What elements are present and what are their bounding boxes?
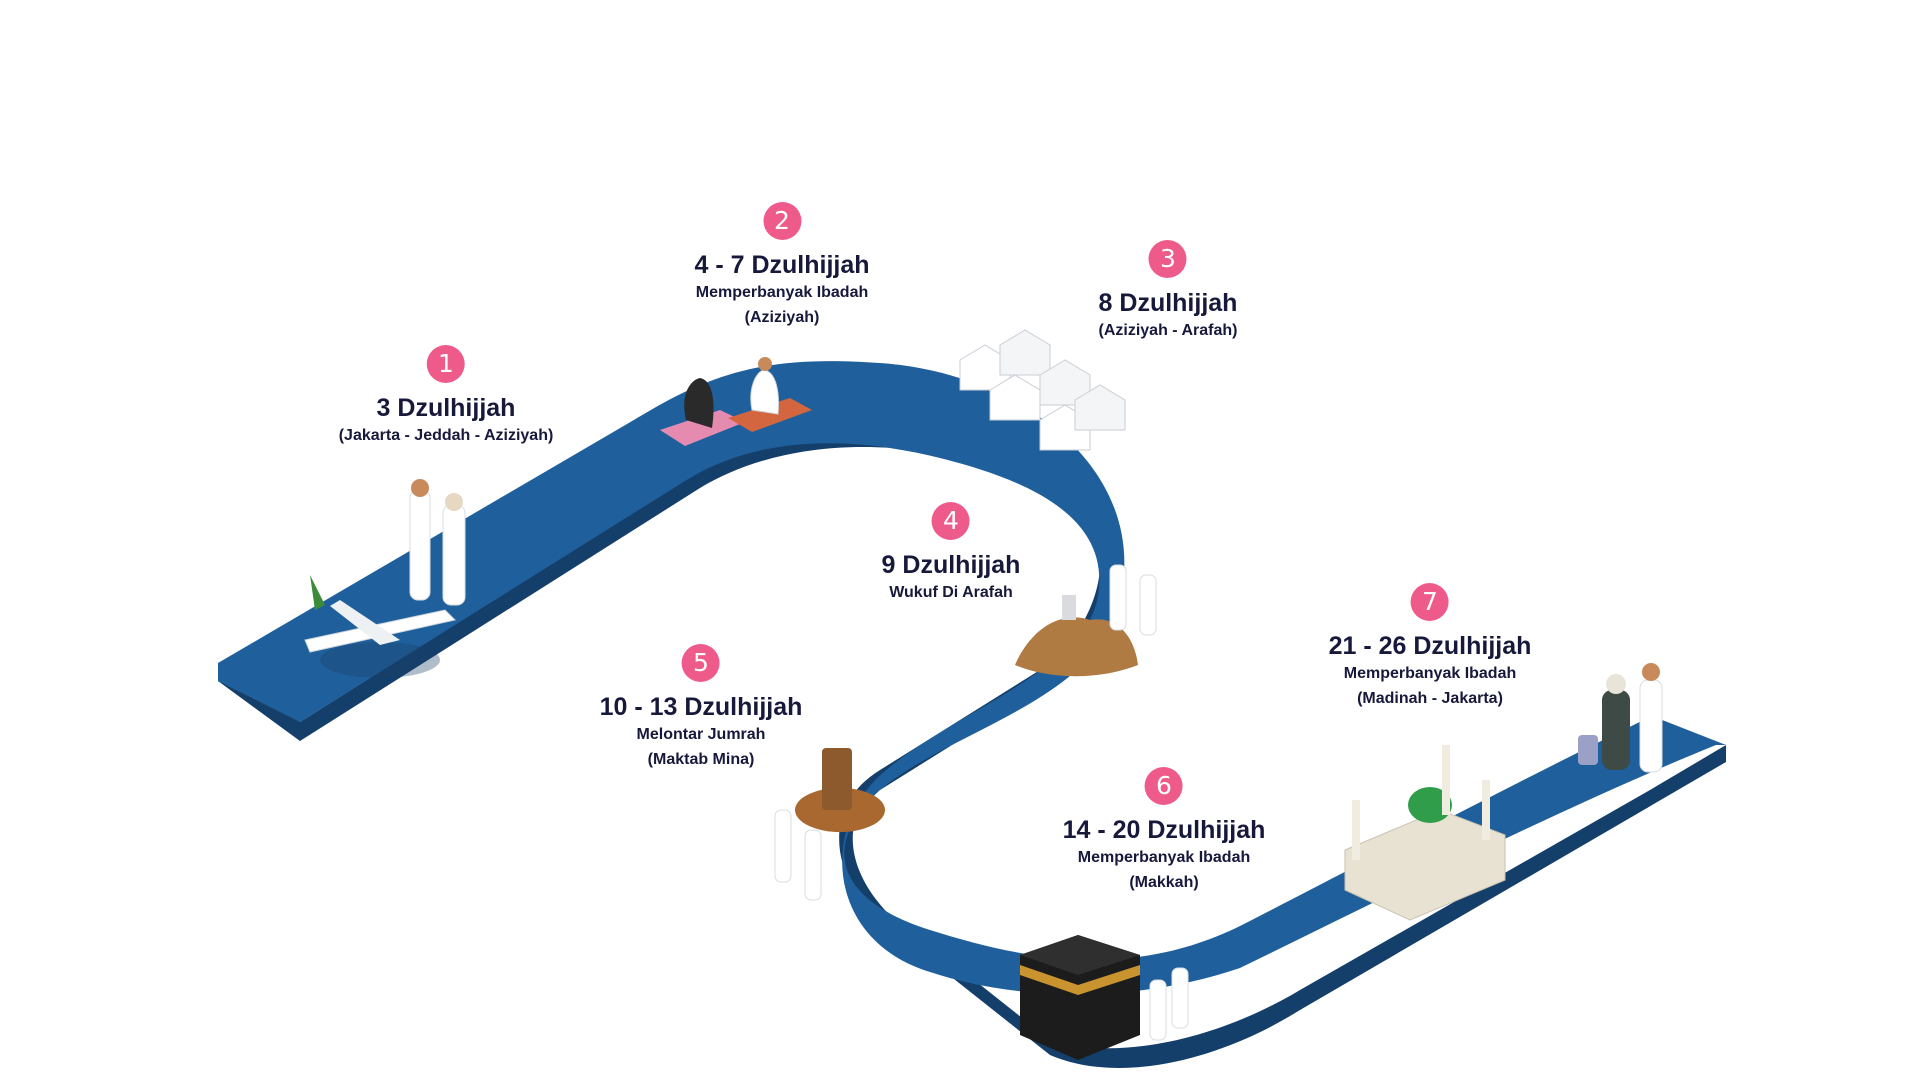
step-1: 1 3 Dzulhijjah (Jakarta - Jeddah - Azizi… — [338, 345, 554, 448]
step-7: 7 21 - 26 Dzulhijjah Memperbanyak Ibadah… — [1328, 583, 1532, 711]
nabawi-mosque-icon — [1344, 745, 1506, 921]
step-6: 6 14 - 20 Dzulhijjah Memperbanyak Ibadah… — [1062, 767, 1266, 895]
step-badge: 6 — [1145, 767, 1183, 805]
step-3: 3 8 Dzulhijjah (Aziziyah - Arafah) — [1098, 240, 1238, 343]
step-badge: 7 — [1411, 583, 1449, 621]
step-desc-line2: (Makkah) — [1129, 874, 1199, 891]
step-date: 9 Dzulhijjah — [881, 551, 1021, 579]
step-desc-line1: (Aziziyah - Arafah) — [1098, 322, 1238, 339]
step-badge: 1 — [426, 345, 465, 383]
step-desc-line1: Memperbanyak Ibadah — [1343, 665, 1517, 682]
step-date: 8 Dzulhijjah — [1098, 289, 1238, 317]
step-5: 5 10 - 13 Dzulhijjah Melontar Jumrah (Ma… — [599, 644, 803, 772]
step-desc-line2: (Aziziyah) — [744, 309, 820, 326]
step-desc-line1: (Jakarta - Jeddah - Aziziyah) — [338, 427, 554, 444]
step-desc-line1: Wukuf Di Arafah — [889, 584, 1013, 601]
step-desc-line1: Memperbanyak Ibadah — [1077, 849, 1251, 866]
mount-arafah-icon — [1015, 564, 1157, 677]
returning-pilgrims-icon — [1578, 663, 1663, 773]
praying-pilgrims-icon — [660, 357, 812, 446]
step-desc-line2: (Madinah - Jakarta) — [1357, 690, 1503, 707]
step-date: 14 - 20 Dzulhijjah — [1062, 816, 1266, 844]
step-badge: 5 — [682, 644, 720, 682]
step-badge: 4 — [932, 502, 970, 540]
step-4: 4 9 Dzulhijjah Wukuf Di Arafah — [881, 502, 1021, 605]
step-2: 2 4 - 7 Dzulhijjah Memperbanyak Ibadah (… — [694, 202, 870, 330]
step-badge: 3 — [1148, 240, 1187, 278]
step-date: 3 Dzulhijjah — [376, 394, 516, 422]
step-desc-line1: Melontar Jumrah — [636, 726, 766, 743]
jamarat-pillar-icon — [774, 748, 885, 901]
step-desc-line1: Memperbanyak Ibadah — [695, 284, 869, 301]
airplane-pilgrims-icon — [304, 479, 466, 678]
step-date: 10 - 13 Dzulhijjah — [599, 693, 803, 721]
step-badge: 2 — [763, 202, 801, 240]
step-desc-line2: (Maktab Mina) — [647, 751, 755, 768]
kaaba-icon — [1020, 935, 1189, 1060]
step-date: 21 - 26 Dzulhijjah — [1328, 632, 1532, 660]
road-top — [218, 361, 1726, 995]
step-date: 4 - 7 Dzulhijjah — [694, 251, 870, 279]
tents-icon — [959, 329, 1126, 451]
